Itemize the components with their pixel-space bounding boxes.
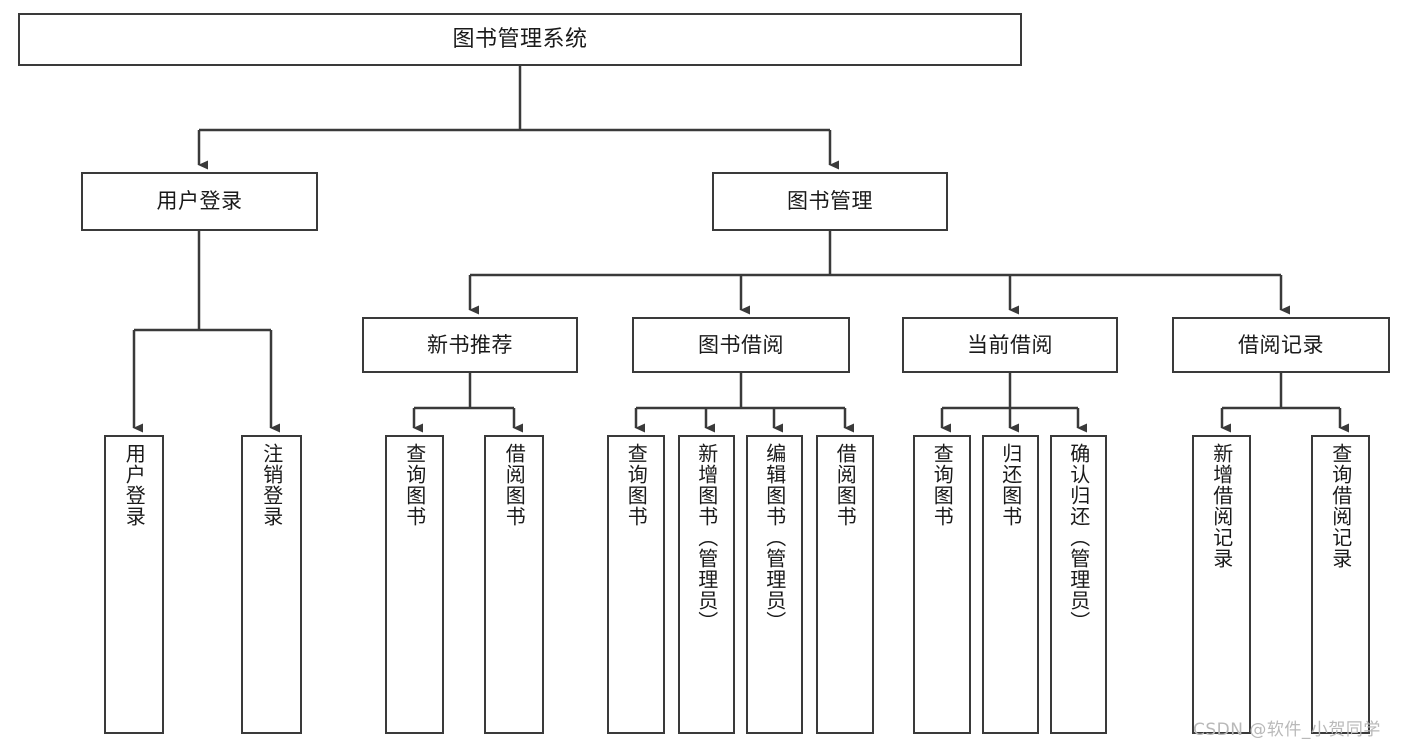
node-leaf-add-book-admin[interactable]: 新增图书（管理员） (678, 435, 735, 734)
node-book-borrow[interactable]: 图书借阅 (632, 317, 850, 373)
node-leaf-return-book[interactable]: 归还图书 (982, 435, 1039, 734)
node-label: 新增图书（管理员） (694, 443, 719, 632)
node-label: 图书借阅 (698, 332, 784, 357)
node-label: 借阅图书 (833, 443, 858, 527)
node-borrow-record[interactable]: 借阅记录 (1172, 317, 1390, 373)
node-leaf-query-book-current[interactable]: 查询图书 (913, 435, 971, 734)
node-label: 新增借阅记录 (1209, 443, 1234, 569)
node-label: 图书管理 (787, 189, 873, 214)
node-leaf-user-login[interactable]: 用户登录 (104, 435, 164, 734)
node-label: 借阅图书 (502, 443, 527, 527)
node-user-login[interactable]: 用户登录 (81, 172, 318, 231)
node-leaf-query-book-borrow[interactable]: 查询图书 (607, 435, 665, 734)
node-new-book-recommend[interactable]: 新书推荐 (362, 317, 578, 373)
node-label: 查询图书 (930, 443, 955, 527)
node-label: 确认归还（管理员） (1066, 443, 1091, 632)
node-label: 查询借阅记录 (1328, 443, 1353, 569)
node-book-management[interactable]: 图书管理 (712, 172, 948, 231)
node-label: 当前借阅 (967, 332, 1053, 357)
node-leaf-confirm-return-admin[interactable]: 确认归还（管理员） (1050, 435, 1107, 734)
node-label: 用户登录 (156, 189, 243, 214)
node-label: 归还图书 (998, 443, 1023, 527)
node-leaf-query-book-recommend[interactable]: 查询图书 (385, 435, 444, 734)
node-label: 借阅记录 (1238, 332, 1324, 357)
node-leaf-query-borrow-record[interactable]: 查询借阅记录 (1311, 435, 1370, 734)
node-label: 查询图书 (624, 443, 649, 527)
node-leaf-add-borrow-record[interactable]: 新增借阅记录 (1192, 435, 1251, 734)
node-leaf-edit-book-admin[interactable]: 编辑图书（管理员） (746, 435, 803, 734)
node-leaf-logout[interactable]: 注销登录 (241, 435, 302, 734)
node-label: 图书管理系统 (452, 26, 588, 52)
node-label: 新书推荐 (427, 332, 513, 357)
node-label: 注销登录 (259, 443, 284, 527)
node-root-system[interactable]: 图书管理系统 (18, 13, 1022, 66)
node-label: 查询图书 (402, 443, 427, 527)
node-leaf-borrow-book-recommend[interactable]: 借阅图书 (484, 435, 544, 734)
node-label: 编辑图书（管理员） (762, 443, 787, 632)
node-current-borrow[interactable]: 当前借阅 (902, 317, 1118, 373)
csdn-watermark: CSDN @软件_小贺同学 (1193, 720, 1381, 740)
node-label: 用户登录 (122, 443, 147, 527)
node-leaf-borrow-book[interactable]: 借阅图书 (816, 435, 874, 734)
